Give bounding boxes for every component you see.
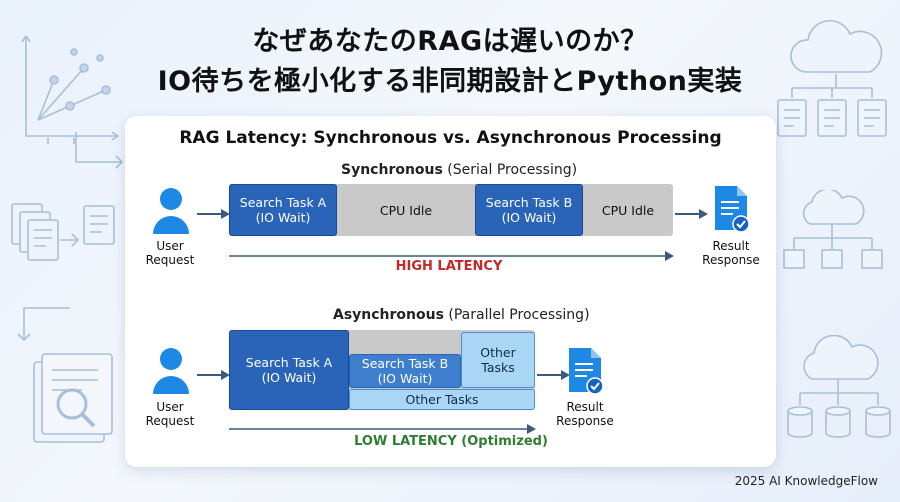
async-search-task-a: Search Task A(IO Wait) (229, 330, 349, 410)
async-heading: Asynchronous (Parallel Processing) (333, 307, 590, 323)
sync-result-line2: Response (702, 253, 760, 267)
high-latency-label: HIGH LATENCY (395, 259, 503, 274)
cloud-icon (782, 14, 892, 89)
title-line-2: IO待ちを極小化する非同期設計とPython実装 (157, 66, 743, 97)
user-icon (151, 186, 191, 240)
async-task-a-line1: Search Task A (245, 355, 333, 370)
async-user-label-line1: User (156, 400, 184, 414)
sync-task-a-line1: Search Task A (239, 195, 327, 210)
sync-cpu-idle-1-label: CPU Idle (379, 202, 433, 218)
async-output-arrow (537, 366, 571, 385)
sync-user-label: User Request (135, 239, 205, 267)
sync-output-arrow (675, 205, 709, 224)
sync-task-b-line2: (IO Wait) (501, 210, 557, 225)
flow-arrow-icon (70, 128, 130, 178)
sync-result-label: Result Response (693, 239, 769, 267)
async-other-tasks-bar: Other Tasks (349, 389, 535, 410)
footer-credit: 2025 AI KnowledgeFlow (734, 474, 878, 488)
diagram-title: RAG Latency: Synchronous vs. Asynchronou… (179, 128, 722, 148)
sync-heading-bold: Synchronous (341, 162, 443, 178)
database-icon (782, 335, 897, 450)
flowchart-icon (780, 190, 895, 300)
user-icon (151, 346, 191, 400)
sync-result-line1: Result (712, 239, 750, 253)
async-input-arrow (197, 366, 231, 385)
async-user-label: User Request (135, 400, 205, 428)
sync-cpu-idle-2: CPU Idle (583, 184, 673, 236)
async-other-line2: Tasks (481, 360, 515, 375)
sync-task-b-line1: Search Task B (485, 195, 573, 210)
async-task-b-line1: Search Task B (361, 356, 449, 371)
page-title: なぜあなたのRAGは遅いのか？ IO待ちを極小化する非同期設計とPython実装 (0, 22, 900, 102)
scatter-plot-icon (14, 28, 124, 148)
sync-input-arrow (197, 205, 231, 224)
sync-heading: Synchronous (Serial Processing) (341, 162, 577, 178)
sync-latency-arrow (229, 247, 675, 266)
async-result-line1: Result (566, 400, 604, 414)
async-result-line2: Response (556, 414, 614, 428)
async-other-line1: Other (480, 345, 516, 360)
documents-icon (770, 80, 895, 150)
document-check-icon (711, 184, 751, 238)
sync-task-a-line2: (IO Wait) (255, 210, 311, 225)
async-user-label-line2: Request (145, 414, 195, 428)
async-search-task-b: Search Task B(IO Wait) (349, 354, 461, 388)
sync-user-label-line2: Request (145, 253, 195, 267)
async-latency-arrow (229, 420, 537, 439)
magnifier-document-icon (10, 300, 125, 450)
async-heading-rest: (Parallel Processing) (443, 307, 590, 323)
async-other-bar-label: Other Tasks (405, 392, 479, 407)
sync-user-label-line1: User (156, 239, 184, 253)
async-task-b-line2: (IO Wait) (377, 371, 433, 386)
title-line-1: なぜあなたのRAGは遅いのか？ (252, 26, 648, 57)
document-check-icon (565, 346, 605, 400)
sync-cpu-idle-2-label: CPU Idle (601, 202, 655, 218)
documents-stack-icon (8, 190, 123, 290)
sync-heading-rest: (Serial Processing) (442, 162, 578, 178)
async-result-label: Result Response (547, 400, 623, 428)
async-heading-bold: Asynchronous (333, 307, 444, 323)
low-latency-label: LOW LATENCY (Optimized) (354, 434, 548, 449)
diagram-card: RAG Latency: Synchronous vs. Asynchronou… (125, 116, 776, 467)
async-task-a-line2: (IO Wait) (261, 370, 317, 385)
sync-search-task-b: Search Task B(IO Wait) (475, 184, 583, 236)
sync-search-task-a: Search Task A(IO Wait) (229, 184, 337, 236)
sync-cpu-idle-1: CPU Idle (337, 184, 475, 236)
